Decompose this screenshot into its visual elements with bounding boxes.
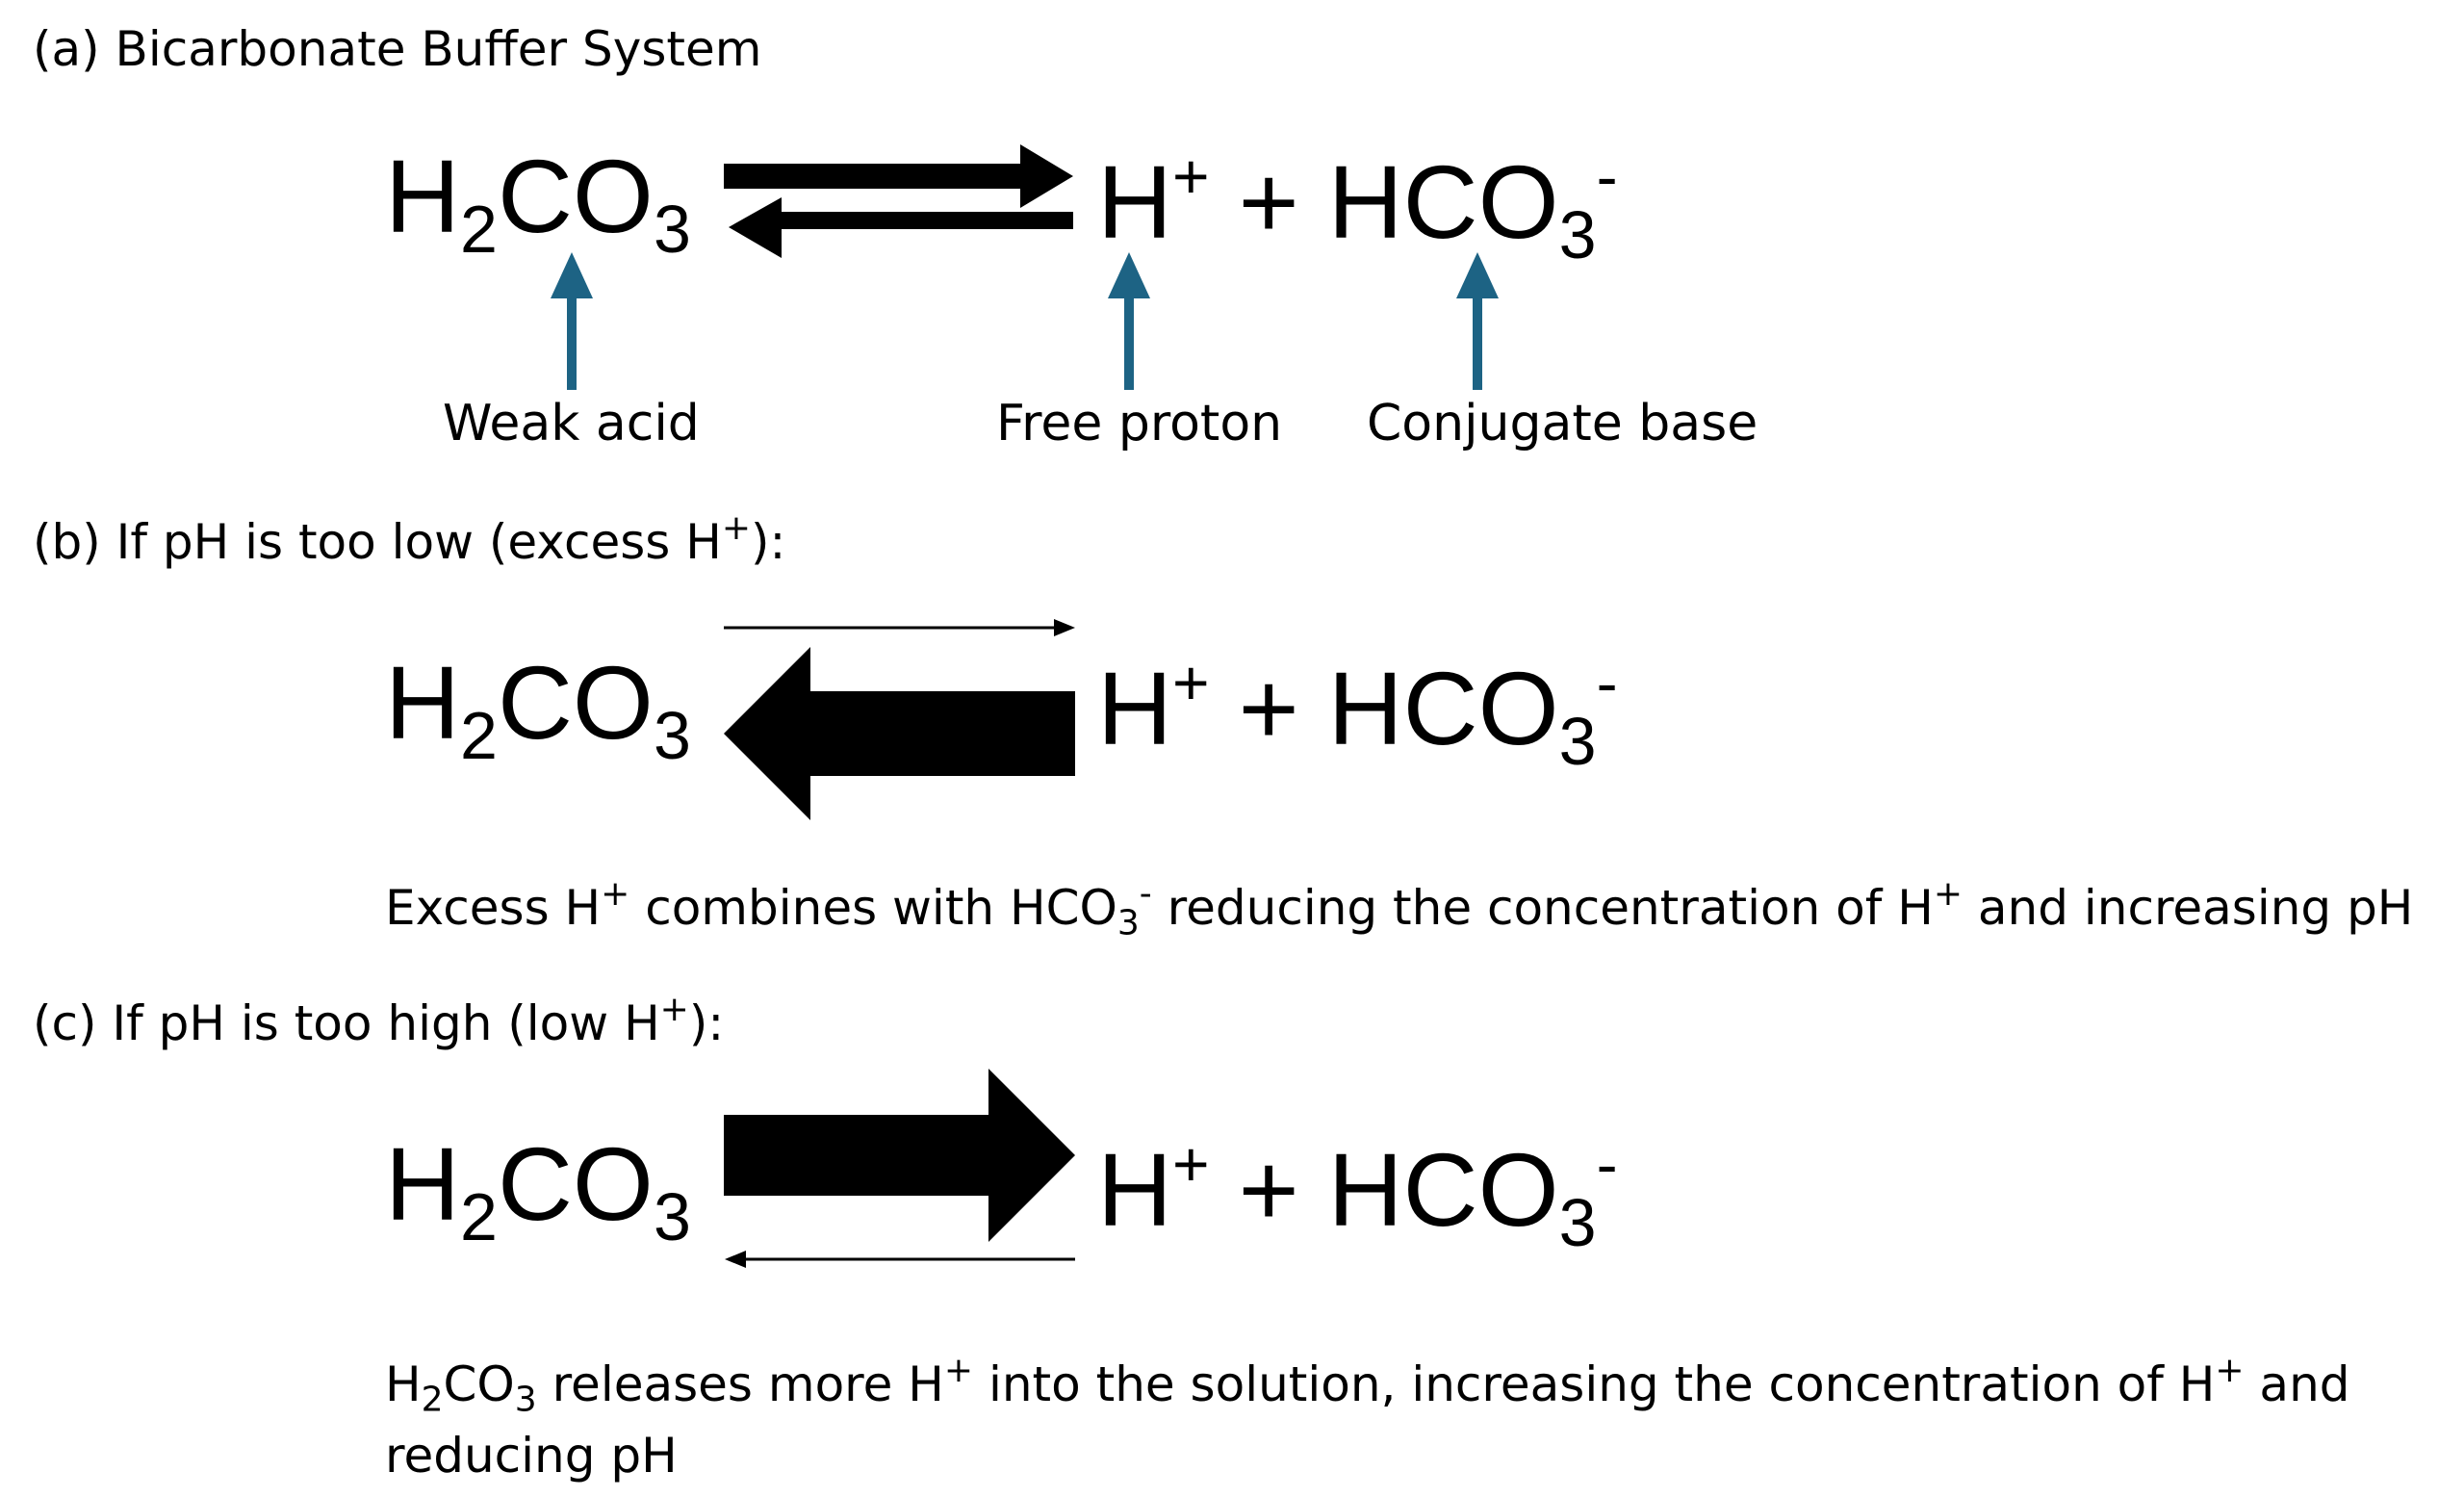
section-a-products: H+ + HCO3- — [1097, 141, 1618, 272]
section-b-note: Excess H+ combines with HCO3- reducing t… — [385, 874, 2414, 943]
label-arrow-weak-acid — [551, 252, 593, 390]
section-c-note-line2: reducing pH — [385, 1428, 678, 1485]
section-c-note-line1: H2CO3 releases more H+ into the solution… — [385, 1351, 2350, 1420]
section-b-thick-reverse-arrow — [724, 647, 1075, 820]
section-c-products: H+ + HCO3- — [1097, 1128, 1618, 1260]
section-c-thin-reverse-arrow — [725, 1251, 1075, 1268]
equilibrium-reverse-arrow — [729, 197, 1073, 258]
label-arrow-conjugate-base — [1456, 252, 1499, 390]
section-a-reactant-h2co3: H2CO3 — [385, 138, 691, 267]
section-b-heading: (b) If pH is too low (excess H+): — [33, 508, 786, 570]
equilibrium-forward-arrow — [724, 144, 1073, 208]
proton-formula: H+ — [1097, 141, 1210, 260]
section-a-heading: (a) Bicarbonate Buffer System — [33, 21, 762, 77]
section-c-thick-forward-arrow — [724, 1069, 1075, 1242]
section-c-note: H2CO3 releases more H+ into the solution… — [385, 1348, 2350, 1489]
label-weak-acid: Weak acid — [443, 395, 700, 452]
label-arrow-free-proton — [1108, 252, 1150, 390]
label-conjugate-base: Conjugate base — [1367, 395, 1758, 452]
section-b-thin-forward-arrow — [724, 619, 1075, 636]
section-c-reactant-h2co3: H2CO3 — [385, 1125, 691, 1254]
bicarbonate-formula: HCO3- — [1327, 141, 1618, 272]
section-b-reactant-h2co3: H2CO3 — [385, 644, 691, 773]
label-free-proton: Free proton — [996, 395, 1283, 452]
section-b-products: H+ + HCO3- — [1097, 647, 1618, 779]
section-c-heading: (c) If pH is too high (low H+): — [33, 990, 725, 1051]
